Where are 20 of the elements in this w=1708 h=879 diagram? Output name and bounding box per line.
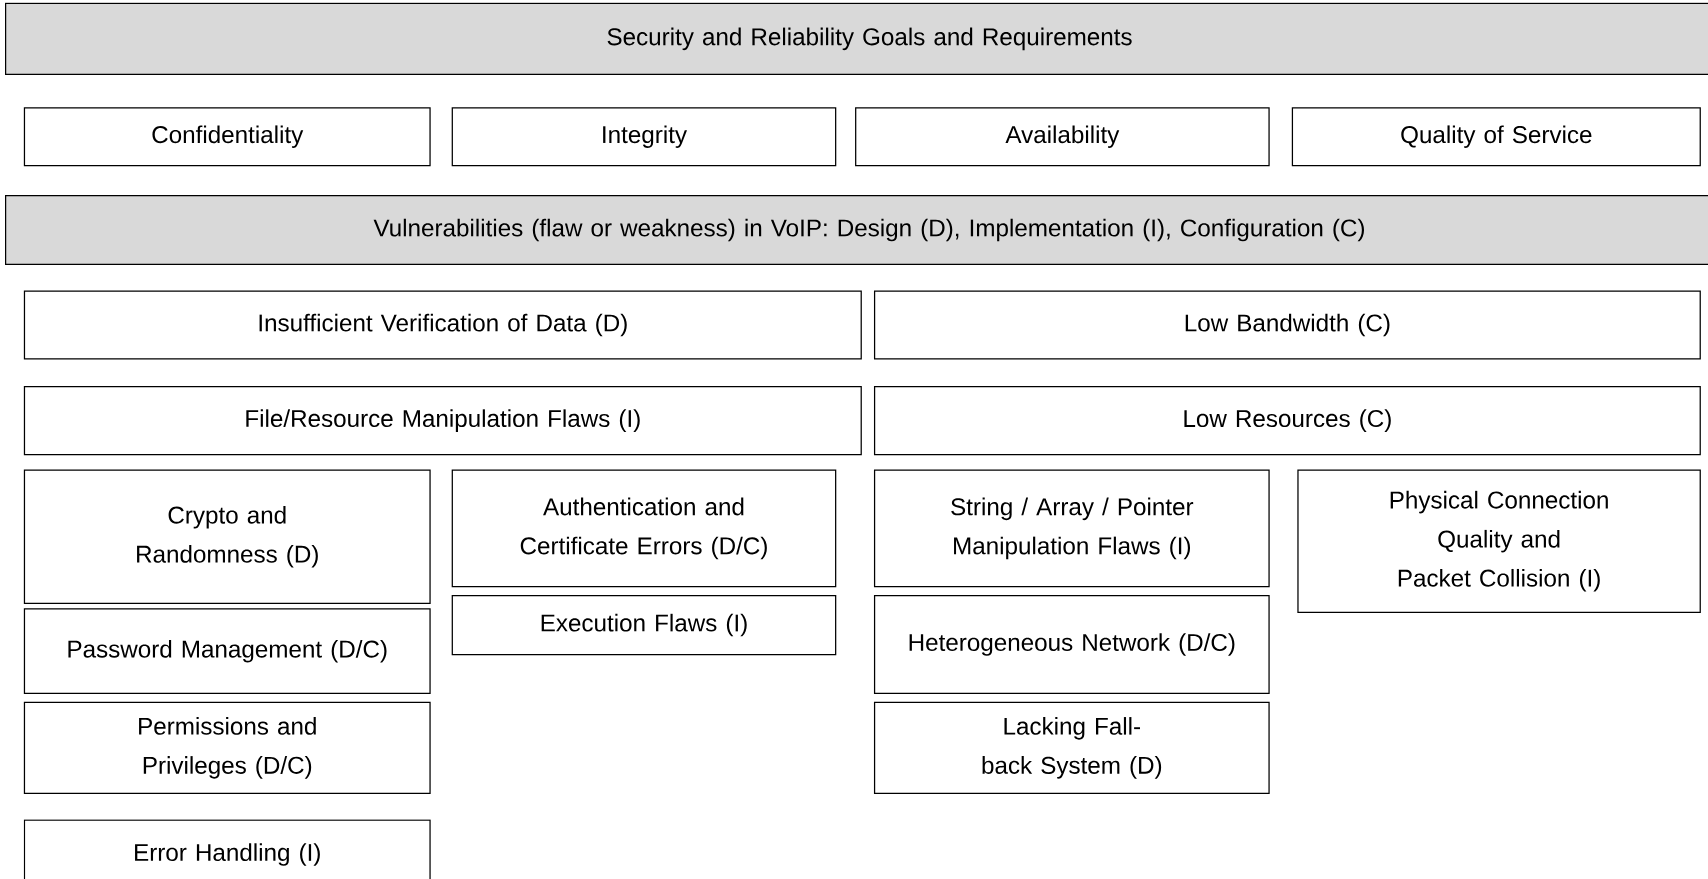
category-box: Crypto and Randomness (D) (23, 469, 431, 605)
header-band: Security and Reliability Goals and Requirements (4, 2, 1708, 76)
category-box: Lacking Fall-back System (D) (873, 701, 1270, 795)
category-box: File/Resource Manipulation Flaws (I) (23, 386, 862, 456)
header-band: Vulnerabilities (flaw or weakness) in VoIP: Design (D), Implementation (I), Configuration (C) (4, 194, 1708, 266)
category-box: Confidentiality (23, 107, 431, 167)
category-box: Execution Flaws (I) (451, 595, 837, 656)
category-box: Availability (855, 107, 1270, 167)
category-box: Low Resources (C) (873, 386, 1701, 456)
category-box: Physical Connection Quality and Packet Collision (I) (1297, 469, 1701, 613)
category-box: String / Array / Pointer Manipulation Flaws (I) (873, 469, 1270, 588)
category-box: Insufficient Verification of Data (D) (23, 290, 862, 360)
category-box: Authentication and Certificate Errors (D/C) (451, 469, 837, 588)
category-box: Error Handling (I) (23, 819, 431, 879)
category-box: Quality of Service (1291, 107, 1701, 167)
category-box: Password Management (D/C) (23, 608, 431, 695)
category-box: Permissions and Privileges (D/C) (23, 701, 431, 795)
category-box: Low Bandwidth (C) (873, 290, 1701, 360)
category-box: Integrity (451, 107, 837, 167)
category-box: Heterogeneous Network (D/C) (873, 595, 1270, 695)
